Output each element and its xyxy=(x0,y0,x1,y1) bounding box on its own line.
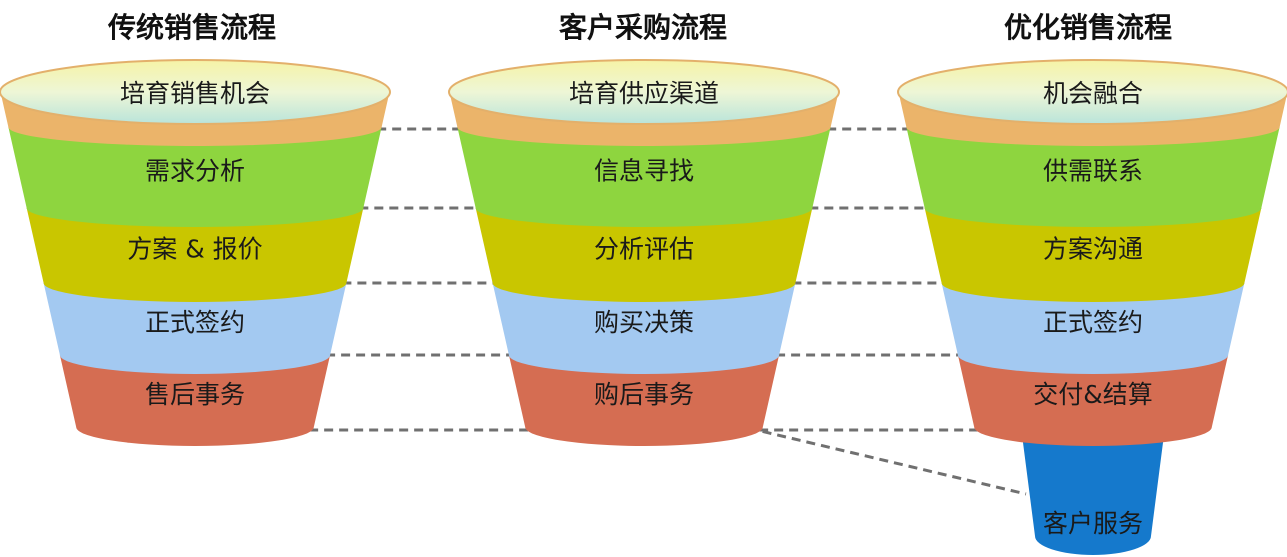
segment-body xyxy=(8,127,382,227)
funnel-1-opening: 培育销售机会 xyxy=(0,59,391,125)
connector-line-diagonal xyxy=(747,426,1027,496)
segment-body xyxy=(906,127,1280,227)
segment-label: 正式签约 xyxy=(1043,308,1143,337)
segment-body xyxy=(924,208,1262,302)
segment-label: 售后事务 xyxy=(145,380,245,409)
funnel-top-label: 培育供应渠道 xyxy=(569,79,719,108)
funnel-2-opening: 培育供应渠道 xyxy=(448,59,840,125)
funnel-2: 购后事务购买决策分析评估信息寻找需求确认培育供应渠道 xyxy=(448,59,840,446)
funnel-3-opening: 机会融合 xyxy=(897,59,1287,125)
segment-label: 分析评估 xyxy=(594,235,694,264)
funnel-title-procurement: 客户采购流程 xyxy=(558,11,727,44)
funnel-top-label: 机会融合 xyxy=(1043,79,1143,108)
segment-label: 正式签约 xyxy=(145,308,245,337)
funnel-opening-ellipse xyxy=(448,59,840,125)
segment-body xyxy=(508,355,780,446)
funnel-title-traditional: 传统销售流程 xyxy=(107,11,276,44)
segment-label: 信息寻找 xyxy=(594,157,694,186)
segment-body xyxy=(43,283,347,374)
segment-label: 购买决策 xyxy=(594,308,694,337)
segment-label: 购后事务 xyxy=(594,380,694,409)
segment-body xyxy=(59,355,331,446)
segment-body xyxy=(1021,427,1165,555)
funnel-top-label: 培育销售机会 xyxy=(120,79,270,108)
segment-body xyxy=(492,283,796,374)
funnel-title-optimized: 优化销售流程 xyxy=(1003,11,1172,44)
funnel-opening-ellipse xyxy=(0,59,391,125)
funnel-opening-ellipse xyxy=(897,59,1287,125)
segment-label: 需求分析 xyxy=(145,157,245,186)
segment-body xyxy=(26,208,364,302)
segment-label: 供需联系 xyxy=(1043,157,1143,186)
segment-label: 客户服务 xyxy=(1043,509,1143,538)
segment-label: 方案 & 报价 xyxy=(127,235,262,264)
segment-label: 方案沟通 xyxy=(1043,235,1143,264)
segment-body xyxy=(957,355,1229,446)
segment-body xyxy=(941,283,1245,374)
segment-body xyxy=(457,127,831,227)
segment-body xyxy=(475,208,813,302)
segment-label: 交付&结算 xyxy=(1033,380,1153,409)
